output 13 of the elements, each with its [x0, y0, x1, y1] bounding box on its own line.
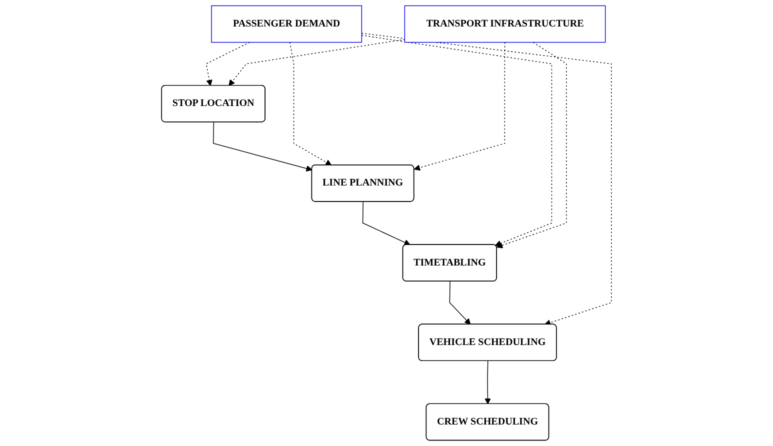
node-box: PASSENGER DEMAND	[211, 5, 362, 43]
arrow	[449, 281, 471, 325]
arrow	[290, 42, 332, 166]
arrow	[228, 39, 406, 86]
arrow	[361, 32, 612, 326]
arrow	[414, 42, 506, 171]
arrow	[212, 122, 312, 172]
arrow	[484, 360, 491, 404]
arrow	[496, 42, 567, 248]
arrow	[362, 201, 410, 246]
node-box: TRANSPORT INFRASTRUCTURE	[404, 5, 606, 43]
arrow	[206, 42, 250, 86]
arrow	[361, 34, 552, 246]
